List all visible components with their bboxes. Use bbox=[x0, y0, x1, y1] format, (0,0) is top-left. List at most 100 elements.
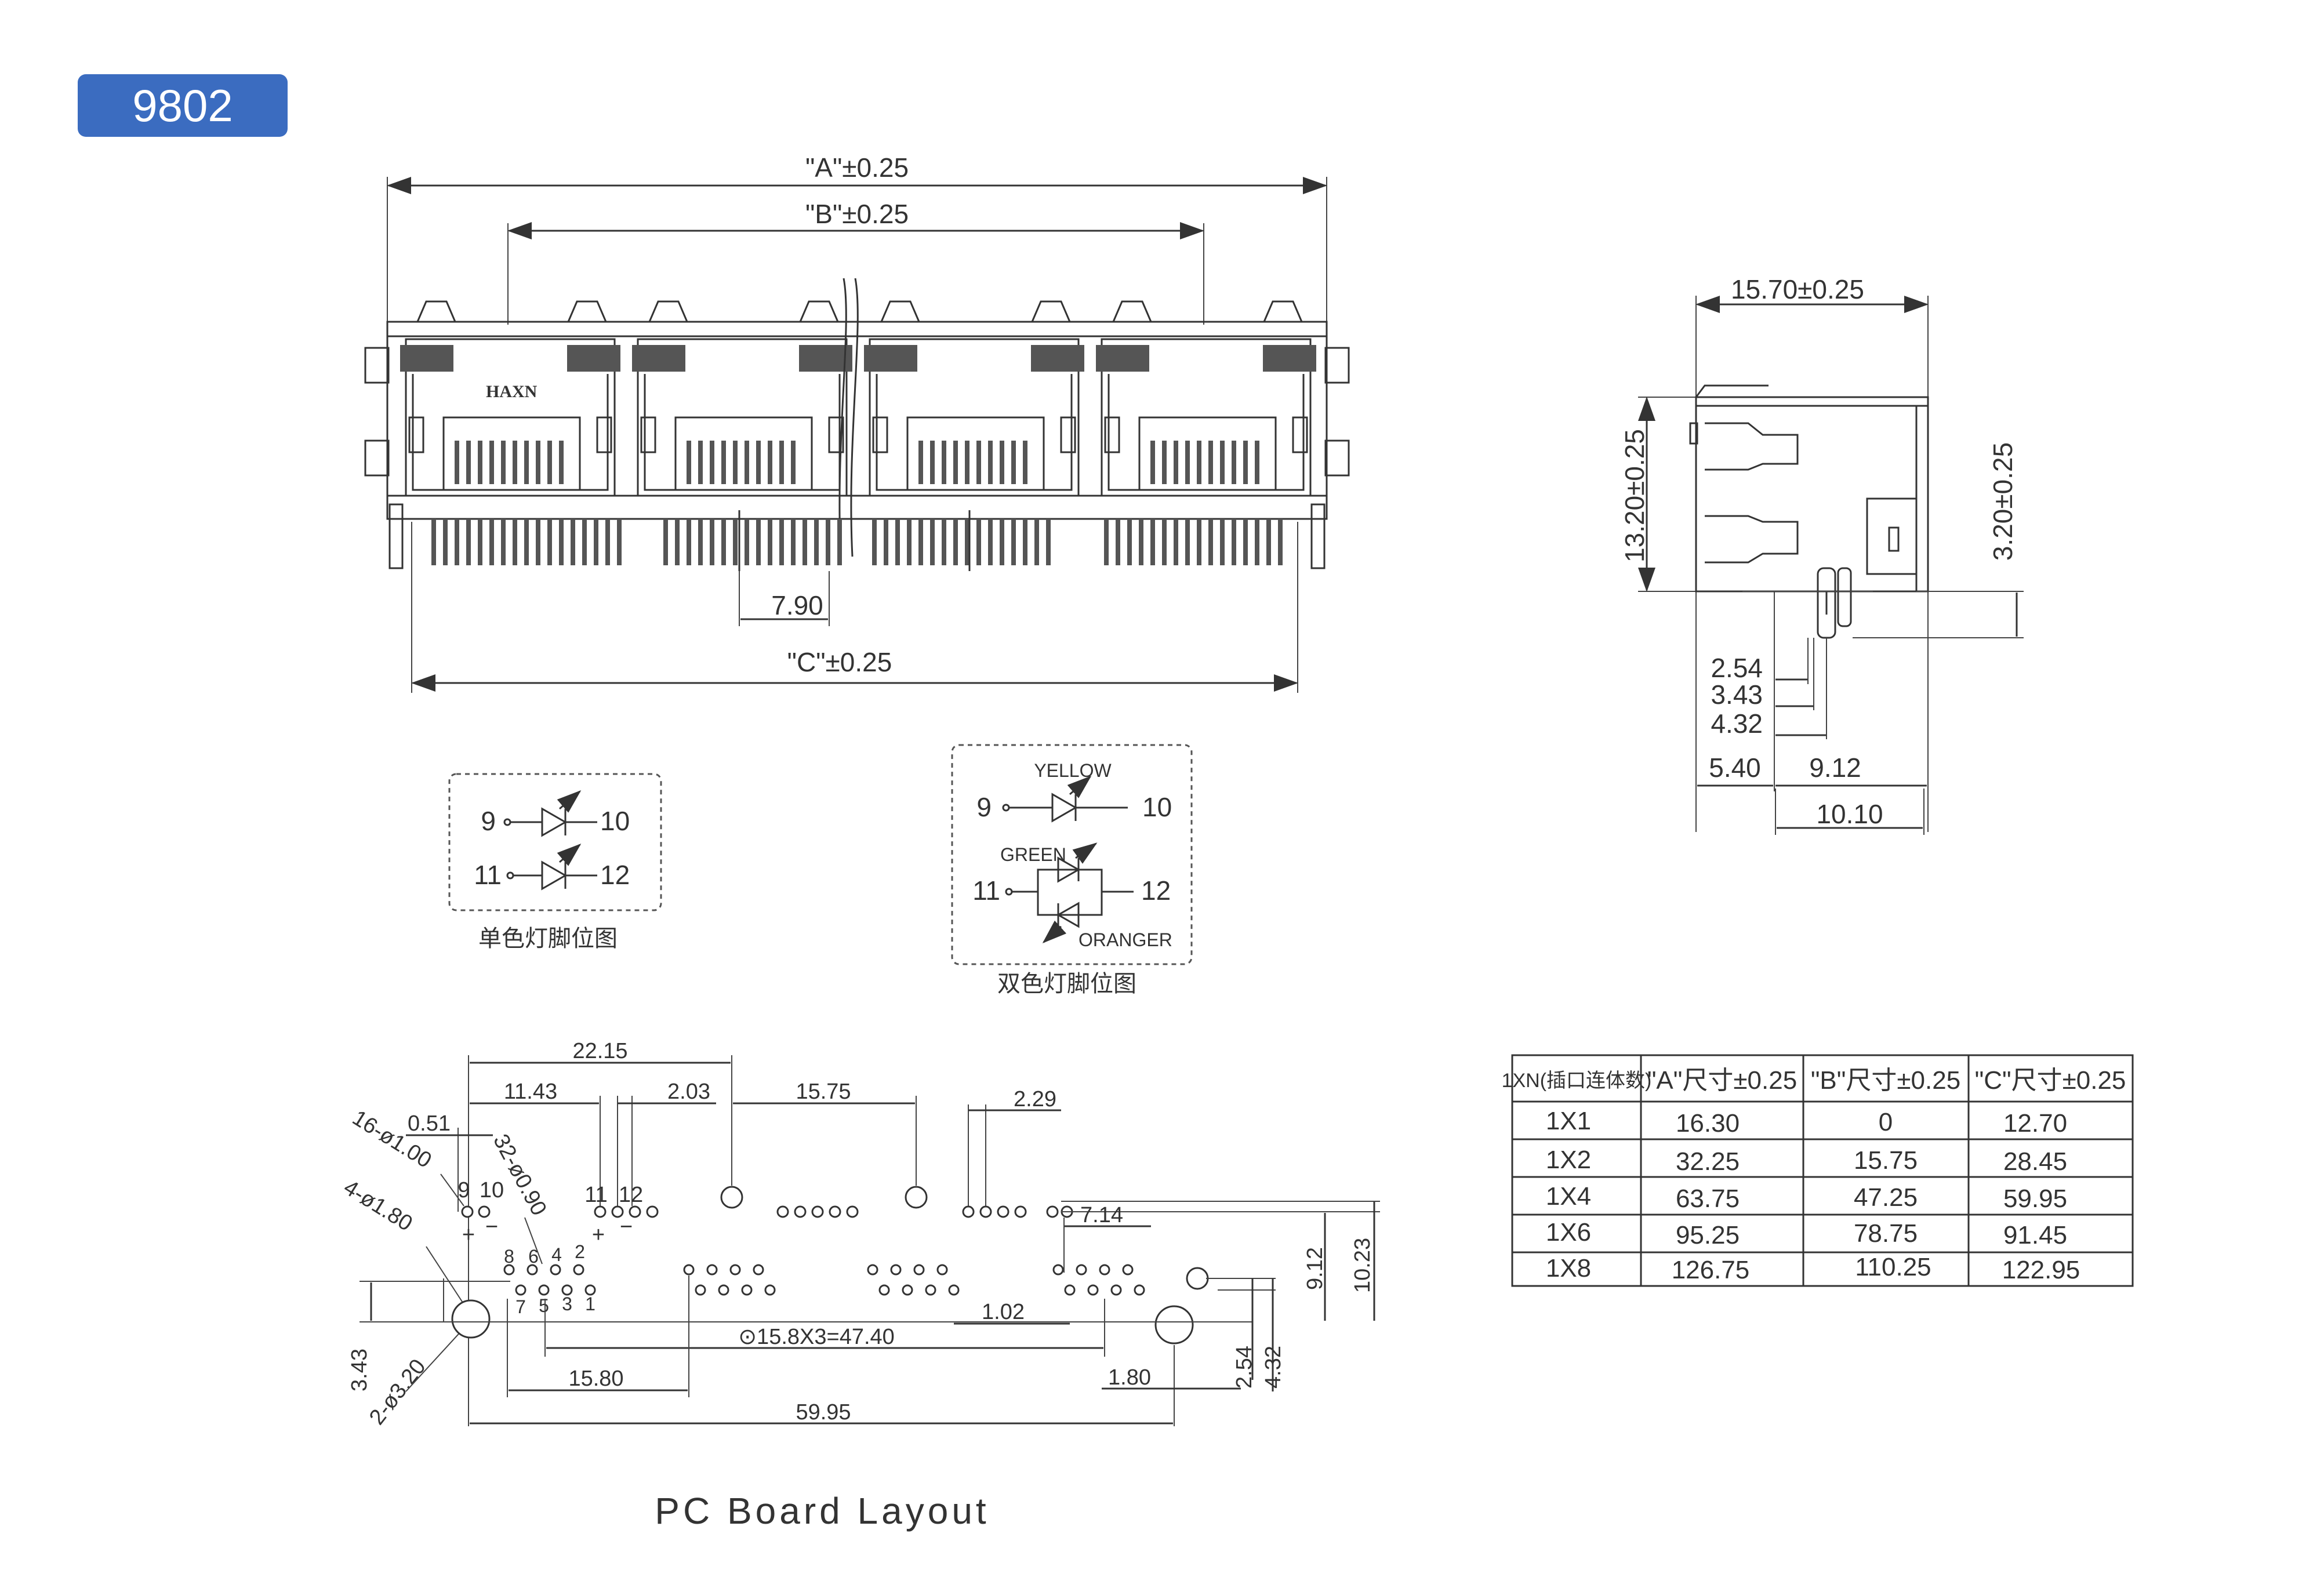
dual-pin-9: 9 bbox=[976, 792, 992, 822]
side-dim-912: 9.12 bbox=[1809, 753, 1861, 783]
table-cell: 1X1 bbox=[1546, 1107, 1591, 1135]
pcb-dim-1580: 15.80 bbox=[568, 1367, 623, 1391]
pcb-dim-229: 2.29 bbox=[1014, 1087, 1056, 1111]
pcb-dim-2215: 22.15 bbox=[572, 1039, 627, 1063]
table-row: 1X4 63.75 47.25 59.95 bbox=[1546, 1182, 2067, 1213]
pcb-dim-254: 2.54 bbox=[1232, 1346, 1257, 1389]
pcb-dim-1023: 10.23 bbox=[1350, 1238, 1375, 1293]
table-cell: 63.75 bbox=[1676, 1184, 1740, 1213]
pcb-pin-7: 7 bbox=[515, 1296, 526, 1317]
port-2 bbox=[632, 300, 852, 497]
pcb-layout: 22.15 11.43 2.03 15.75 2.29 0.51 16-ø1.0… bbox=[339, 1039, 1380, 1532]
pcb-pin-4: 4 bbox=[551, 1244, 562, 1265]
pcb-dim-102: 1.02 bbox=[982, 1300, 1025, 1324]
table-cell: 1X4 bbox=[1546, 1182, 1591, 1211]
table-cell: 126.75 bbox=[1672, 1256, 1750, 1284]
table-cell: 91.45 bbox=[2003, 1221, 2067, 1249]
table-header-n: 1XN(插口连体数) bbox=[1502, 1070, 1652, 1092]
dual-pin-12: 12 bbox=[1141, 875, 1171, 906]
table-cell: 59.95 bbox=[2003, 1184, 2067, 1213]
brand-mark: HAXN bbox=[486, 382, 538, 401]
table-cell: 78.75 bbox=[1854, 1219, 1918, 1248]
single-pin-12: 12 bbox=[600, 860, 630, 890]
table-cell: 1X6 bbox=[1546, 1218, 1591, 1247]
pcb-dim-203: 2.03 bbox=[667, 1080, 710, 1104]
table-row: 1X1 16.30 0 12.70 bbox=[1546, 1107, 2067, 1138]
side-width-label: 15.70±0.25 bbox=[1731, 274, 1864, 304]
side-pin-height-label: 3.20±0.25 bbox=[1988, 442, 2018, 561]
table-cell: 122.95 bbox=[2002, 1256, 2080, 1284]
single-pin-11: 11 bbox=[474, 860, 502, 890]
front-view: "A"±0.25 "B"±0.25 bbox=[364, 152, 1350, 693]
single-pin-10: 10 bbox=[600, 806, 630, 836]
table-frame bbox=[1511, 1054, 2134, 1287]
table-header-c: "C"尺寸±0.25 bbox=[1975, 1066, 2126, 1095]
table-cell: 47.25 bbox=[1854, 1183, 1918, 1212]
pcb-dim-1143: 11.43 bbox=[504, 1080, 557, 1104]
pcb-dim-4740: ⊙15.8X3=47.40 bbox=[738, 1325, 895, 1349]
pcb-minus-1: − bbox=[485, 1215, 498, 1239]
table-cell: 15.75 bbox=[1854, 1146, 1918, 1175]
dim-b-label: "B"±0.25 bbox=[805, 199, 909, 229]
size-table: 1XN(插口连体数) "A"尺寸±0.25 "B"尺寸±0.25 "C"尺寸±0… bbox=[1502, 1054, 2134, 1287]
pcb-pin-12: 12 bbox=[619, 1183, 643, 1207]
single-pin-9: 9 bbox=[481, 806, 496, 836]
label-green: GREEN bbox=[1000, 844, 1066, 865]
pcb-pin-1: 1 bbox=[585, 1293, 595, 1314]
pcb-pin-5: 5 bbox=[539, 1295, 549, 1316]
dual-led-frame bbox=[951, 744, 1193, 965]
table-cell: 28.45 bbox=[2003, 1147, 2067, 1176]
dual-pin-10: 10 bbox=[1142, 792, 1172, 822]
pcb-pin-2: 2 bbox=[575, 1241, 585, 1262]
pcb-pin-9: 9 bbox=[457, 1178, 470, 1202]
dual-led-caption: 双色灯脚位图 bbox=[997, 971, 1136, 997]
port-1 bbox=[400, 300, 620, 497]
side-dim-540: 5.40 bbox=[1709, 753, 1761, 783]
pcb-dim-5995: 59.95 bbox=[796, 1400, 851, 1425]
pcb-hole-2: 2-ø3.20 bbox=[365, 1354, 431, 1429]
label-yellow: YELLOW bbox=[1034, 760, 1112, 781]
table-cell: 0 bbox=[1879, 1108, 1893, 1136]
pcb-dim-051: 0.51 bbox=[408, 1111, 451, 1136]
table-cell: 12.70 bbox=[2003, 1109, 2067, 1138]
single-led-frame bbox=[448, 773, 662, 911]
pcb-dim-714: 7.14 bbox=[1080, 1203, 1123, 1227]
pcb-minus-2: − bbox=[620, 1215, 633, 1239]
dim-c-label: "C"±0.25 bbox=[787, 647, 892, 677]
pcb-hole-32: 32-ø0.90 bbox=[488, 1131, 551, 1220]
table-cell: 16.30 bbox=[1676, 1109, 1740, 1138]
side-dim-432: 4.32 bbox=[1711, 708, 1763, 739]
pcb-plus-2: + bbox=[592, 1223, 605, 1247]
pcb-title: PC Board Layout bbox=[655, 1490, 989, 1532]
dim-a-label: "A"±0.25 bbox=[805, 152, 909, 183]
pcb-dim-912: 9.12 bbox=[1303, 1247, 1327, 1290]
model-badge: 9802 bbox=[78, 74, 288, 137]
table-header-b: "B"尺寸±0.25 bbox=[1811, 1066, 1960, 1095]
pcb-pin-10: 10 bbox=[480, 1178, 504, 1202]
table-cell: 95.25 bbox=[1676, 1221, 1740, 1249]
table-header-a: "A"尺寸±0.25 bbox=[1647, 1066, 1797, 1095]
table-row: 1X2 32.25 15.75 28.45 bbox=[1546, 1146, 2067, 1176]
dual-pin-11: 11 bbox=[972, 875, 1000, 906]
table-cell: 1X2 bbox=[1546, 1146, 1591, 1174]
port-4 bbox=[1096, 300, 1316, 497]
single-led-caption: 单色灯脚位图 bbox=[478, 926, 618, 951]
pcb-dim-432: 4.32 bbox=[1261, 1346, 1286, 1389]
side-dim-343: 3.43 bbox=[1711, 680, 1763, 710]
side-height-label: 13.20±0.25 bbox=[1619, 429, 1650, 562]
pcb-pin-11: 11 bbox=[584, 1183, 607, 1207]
pcb-dim-1575: 15.75 bbox=[796, 1080, 851, 1104]
dual-led-diagram: YELLOW 9 10 GREEN 11 12 ORANGER 双色灯脚位图 bbox=[951, 744, 1193, 997]
pcb-plus-1: + bbox=[462, 1223, 475, 1247]
label-orange: ORANGER bbox=[1079, 929, 1172, 950]
pcb-pin-8: 8 bbox=[504, 1246, 514, 1267]
pcb-pin-6: 6 bbox=[528, 1246, 539, 1267]
table-row: 1X6 95.25 78.75 91.45 bbox=[1546, 1218, 2067, 1249]
side-dim-254: 2.54 bbox=[1711, 653, 1763, 683]
pcb-hole-4: 4-ø1.80 bbox=[339, 1175, 416, 1236]
dim-790-label: 7.90 bbox=[771, 590, 823, 620]
side-dim-1010: 10.10 bbox=[1816, 799, 1883, 829]
table-cell: 32.25 bbox=[1676, 1147, 1740, 1176]
single-led-diagram: 9 10 11 12 单色灯脚位图 bbox=[448, 773, 662, 951]
